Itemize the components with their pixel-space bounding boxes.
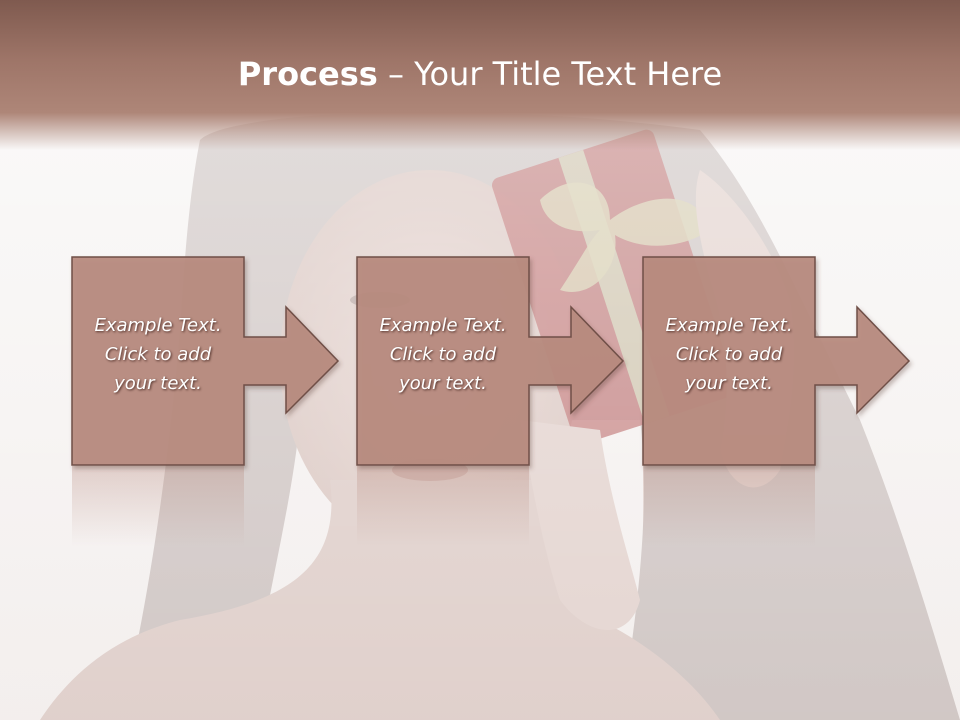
step-3-line-3: your text. <box>685 373 773 394</box>
step-3-reflection <box>643 466 815 546</box>
step-3-shape[interactable] <box>642 256 911 466</box>
step-1-line-3: your text. <box>114 373 202 394</box>
step-1-shape[interactable] <box>71 256 340 466</box>
step-1-line-2: Click to add <box>104 344 212 365</box>
step-3-line-1: Example Text. <box>665 315 793 336</box>
step-3-line-2: Click to add <box>675 344 783 365</box>
step-2-shape[interactable] <box>356 256 625 466</box>
title-bold: Process <box>237 55 378 93</box>
step-2-line-1: Example Text. <box>379 315 507 336</box>
step-2-line-2: Click to add <box>389 344 497 365</box>
step-2-text[interactable]: Example Text. Click to add your text. <box>357 311 529 398</box>
title-rest: – Your Title Text Here <box>377 55 723 93</box>
step-1-reflection <box>72 466 244 546</box>
step-2-line-3: your text. <box>399 373 487 394</box>
step-1-text[interactable]: Example Text. Click to add your text. <box>72 311 244 398</box>
title-band <box>0 0 960 150</box>
step-1-line-1: Example Text. <box>94 315 222 336</box>
slide-title[interactable]: Process – Your Title Text Here <box>0 52 960 96</box>
step-2-reflection <box>357 466 529 546</box>
step-3-text[interactable]: Example Text. Click to add your text. <box>643 311 815 398</box>
